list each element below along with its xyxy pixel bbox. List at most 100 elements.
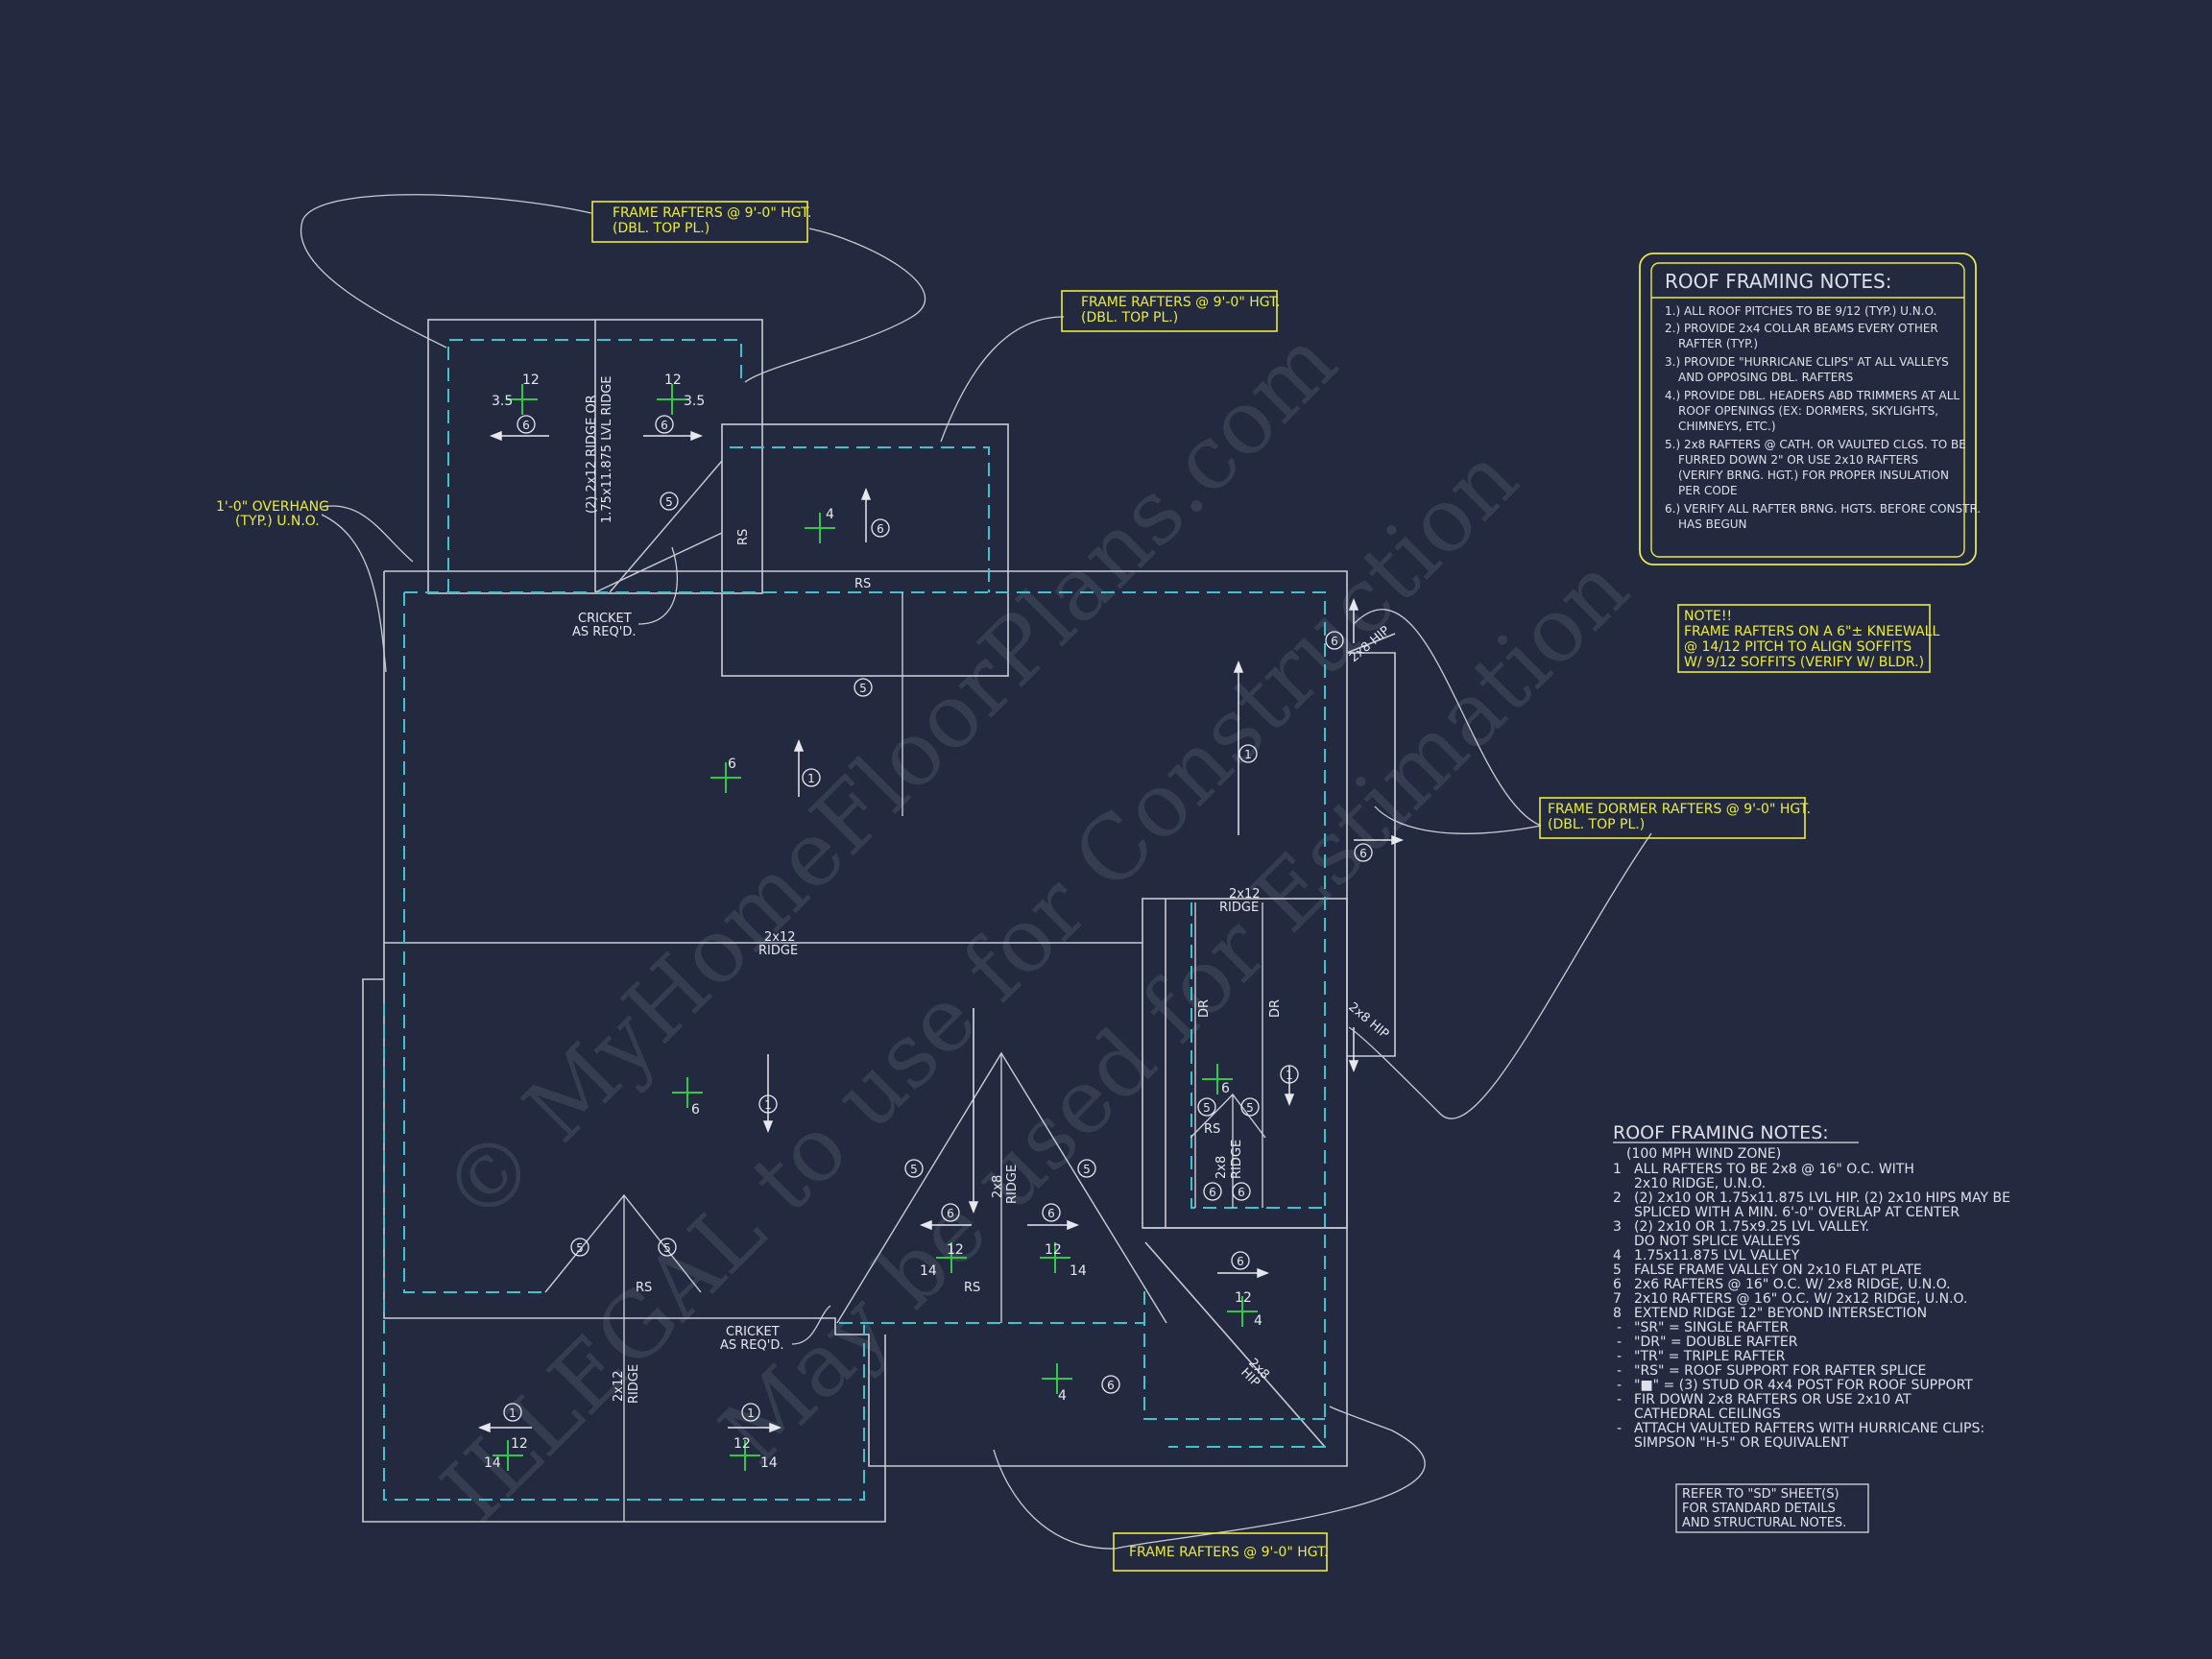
svg-text:EXTEND RIDGE 12" BEYOND INTERS: EXTEND RIDGE 12" BEYOND INTERSECTION xyxy=(1634,1306,1927,1321)
cricket-label-2b: AS REQ'D. xyxy=(720,1338,783,1353)
svg-text:3: 3 xyxy=(1613,1219,1622,1235)
svg-text:1.75x11.875 LVL VALLEY: 1.75x11.875 LVL VALLEY xyxy=(1634,1248,1800,1263)
svg-text:3.) PROVIDE "HURRICANE CLIPS": 3.) PROVIDE "HURRICANE CLIPS" AT ALL VAL… xyxy=(1665,355,1949,369)
svg-text:6: 6 xyxy=(1107,1379,1115,1392)
svg-text:4: 4 xyxy=(1613,1248,1622,1263)
svg-text:1: 1 xyxy=(509,1407,517,1420)
cricket-label-2: CRICKET xyxy=(726,1325,780,1339)
ridge-right-1: 2x12 xyxy=(1229,887,1261,902)
ridge-gable-left-2: RIDGE xyxy=(627,1364,641,1404)
svg-text:6: 6 xyxy=(1238,1186,1245,1199)
pitch-numbers: 12 3.5 12 3.5 4 6 6 6 12 14 12 14 12 4 4… xyxy=(484,373,1262,1471)
svg-text:4: 4 xyxy=(1058,1388,1067,1404)
svg-text:7: 7 xyxy=(1613,1291,1622,1307)
callout-dormer xyxy=(1539,797,1806,839)
svg-text:6: 6 xyxy=(1221,1081,1230,1096)
ridge-main-1: 2x12 xyxy=(764,930,796,945)
svg-text:12: 12 xyxy=(1235,1290,1252,1306)
dr-label: DR xyxy=(1197,999,1212,1018)
svg-text:4: 4 xyxy=(826,507,834,522)
callout-overhang-2: (TYP.) U.N.O. xyxy=(235,514,320,529)
svg-text:2x10 RIDGE, U.N.O.: 2x10 RIDGE, U.N.O. xyxy=(1634,1176,1766,1191)
rs-label: RS xyxy=(636,1281,652,1295)
svg-text:6: 6 xyxy=(877,522,884,536)
svg-text:5.) 2x8 RAFTERS @ CATH. OR VAU: 5.) 2x8 RAFTERS @ CATH. OR VAULTED CLGS.… xyxy=(1665,438,1966,451)
svg-text:6.) VERIFY ALL RAFTER BRNG. HG: 6.) VERIFY ALL RAFTER BRNG. HGTS. BEFORE… xyxy=(1665,502,1981,516)
svg-text:5: 5 xyxy=(1083,1163,1091,1176)
svg-text:ATTACH VAULTED RAFTERS WITH HU: ATTACH VAULTED RAFTERS WITH HURRICANE CL… xyxy=(1634,1421,1984,1436)
svg-text:4.) PROVIDE DBL. HEADERS ABD T: 4.) PROVIDE DBL. HEADERS ABD TRIMMERS AT… xyxy=(1665,389,1960,402)
svg-text:5: 5 xyxy=(665,495,673,509)
svg-text:CHIMNEYS, ETC.): CHIMNEYS, ETC.) xyxy=(1678,420,1776,433)
svg-text:"TR" = TRIPLE RAFTER: "TR" = TRIPLE RAFTER xyxy=(1634,1349,1786,1364)
svg-text:-: - xyxy=(1617,1363,1622,1379)
callouts: FRAME RAFTERS @ 9'-0" HGT. (DBL. TOP PL.… xyxy=(216,201,1939,1572)
svg-text:ALL RAFTERS TO BE 2x8 @ 16" O.: ALL RAFTERS TO BE 2x8 @ 16" O.C. WITH xyxy=(1634,1162,1914,1177)
svg-text:5: 5 xyxy=(576,1241,584,1255)
ridge-left-label-2: 1.75x11.875 LVL RIDGE xyxy=(600,375,614,523)
svg-text:-: - xyxy=(1617,1320,1622,1335)
svg-text:3.5: 3.5 xyxy=(684,394,705,409)
svg-text:6: 6 xyxy=(661,419,668,432)
callout-top-right xyxy=(1061,290,1278,332)
svg-text:@ 14/12 PITCH TO ALIGN SOFFITS: @ 14/12 PITCH TO ALIGN SOFFITS xyxy=(1684,639,1911,655)
svg-text:12: 12 xyxy=(1045,1242,1062,1258)
svg-text:1: 1 xyxy=(807,772,815,785)
svg-text:-: - xyxy=(1617,1349,1622,1364)
ridge-left-label-1: (2) 2x12 RIDGE OR xyxy=(585,395,599,514)
ridge-dormer-small-1: 2x8 xyxy=(1214,1156,1229,1179)
svg-text:1.) ALL ROOF PITCHES TO BE 9/1: 1.) ALL ROOF PITCHES TO BE 9/12 (TYP.) U… xyxy=(1665,304,1936,318)
ridge-gable-left-1: 2x12 xyxy=(612,1370,626,1402)
wall-dashed-line xyxy=(383,339,1326,1501)
svg-text:ROOF OPENINGS (EX: DORMERS, SK: ROOF OPENINGS (EX: DORMERS, SKYLIGHTS, xyxy=(1678,404,1938,418)
svg-text:5: 5 xyxy=(1203,1101,1211,1115)
ridge-dormer-small-2: RIDGE xyxy=(1230,1140,1244,1179)
svg-text:6: 6 xyxy=(947,1207,954,1220)
svg-text:"RS" = ROOF SUPPORT FOR RAFTER: "RS" = ROOF SUPPORT FOR RAFTER SPLICE xyxy=(1634,1363,1926,1379)
svg-text:5: 5 xyxy=(910,1163,918,1176)
svg-text:6: 6 xyxy=(1613,1277,1622,1292)
svg-text:CATHEDRAL CEILINGS: CATHEDRAL CEILINGS xyxy=(1634,1407,1781,1422)
svg-text:FRAME RAFTERS ON A 6"± KNEEWAL: FRAME RAFTERS ON A 6"± KNEEWALL xyxy=(1684,624,1939,639)
svg-text:"DR" = DOUBLE RAFTER: "DR" = DOUBLE RAFTER xyxy=(1634,1334,1798,1350)
cricket-label-1: CRICKET xyxy=(578,612,632,626)
svg-text:RAFTER (TYP.): RAFTER (TYP.) xyxy=(1678,337,1758,350)
svg-text:6: 6 xyxy=(522,419,530,432)
svg-text:(VERIFY BRNG. HGT.) FOR PROPER: (VERIFY BRNG. HGT.) FOR PROPER INSULATIO… xyxy=(1678,469,1949,482)
gable-lines xyxy=(544,460,1266,1522)
svg-text:AND OPPOSING DBL. RAFTERS: AND OPPOSING DBL. RAFTERS xyxy=(1678,371,1853,384)
svg-text:FRAME DORMER RAFTERS @ 9'-0" H: FRAME DORMER RAFTERS @ 9'-0" HGT. xyxy=(1548,802,1811,817)
ridge-gable-mid-1: 2x8 xyxy=(991,1175,1005,1198)
svg-text:-: - xyxy=(1617,1392,1622,1407)
svg-text:6: 6 xyxy=(1237,1255,1244,1268)
svg-text:12: 12 xyxy=(511,1436,528,1452)
leader-lines xyxy=(300,194,1652,1550)
dr-label: DR xyxy=(1268,999,1283,1018)
svg-text:1: 1 xyxy=(1244,748,1252,761)
svg-text:2.) PROVIDE 2x4 COLLAR BEAMS E: 2.) PROVIDE 2x4 COLLAR BEAMS EVERY OTHER xyxy=(1665,322,1938,335)
ridge-right-2: RIDGE xyxy=(1219,901,1259,915)
svg-text:FOR STANDARD DETAILS: FOR STANDARD DETAILS xyxy=(1682,1502,1836,1516)
svg-text:5: 5 xyxy=(1613,1262,1622,1278)
svg-text:12: 12 xyxy=(664,373,682,388)
circle-marks xyxy=(503,415,1373,1422)
callout-top-left xyxy=(591,201,808,243)
svg-text:6: 6 xyxy=(1209,1186,1216,1199)
svg-text:2x6 RAFTERS @ 16" O.C. W/ 2x8: 2x6 RAFTERS @ 16" O.C. W/ 2x8 RIDGE, U.N… xyxy=(1634,1277,1951,1292)
svg-text:FURRED DOWN 2" OR USE 2x10 RAF: FURRED DOWN 2" OR USE 2x10 RAFTERS xyxy=(1678,453,1918,467)
svg-text:(DBL. TOP PL.): (DBL. TOP PL.) xyxy=(613,221,709,236)
svg-text:(2) 2x10 OR 1.75x11.875 LVL HI: (2) 2x10 OR 1.75x11.875 LVL HIP. (2) 2x1… xyxy=(1634,1190,2010,1206)
svg-text:FIR DOWN 2x8 RAFTERS OR USE 2x: FIR DOWN 2x8 RAFTERS OR USE 2x10 AT xyxy=(1634,1392,1911,1407)
svg-text:14: 14 xyxy=(1070,1263,1087,1279)
svg-text:6: 6 xyxy=(691,1102,700,1118)
svg-text:12: 12 xyxy=(733,1436,751,1452)
svg-text:6: 6 xyxy=(728,757,736,772)
legend: ROOF FRAMING NOTES: (100 MPH WIND ZONE) … xyxy=(1613,1122,2010,1451)
svg-text:PER CODE: PER CODE xyxy=(1678,484,1738,497)
circle-mark-numbers: 6 6 5 6 5 1 1 1 1 6 6 5 5 6 6 6 6 5 5 1 … xyxy=(509,419,1367,1420)
svg-text:FRAME RAFTERS @ 9'-0" HGT.: FRAME RAFTERS @ 9'-0" HGT. xyxy=(613,205,811,221)
svg-text:1: 1 xyxy=(747,1407,755,1420)
pitch-symbols xyxy=(493,384,1258,1471)
notes-box-title: ROOF FRAMING NOTES: xyxy=(1665,270,1891,293)
